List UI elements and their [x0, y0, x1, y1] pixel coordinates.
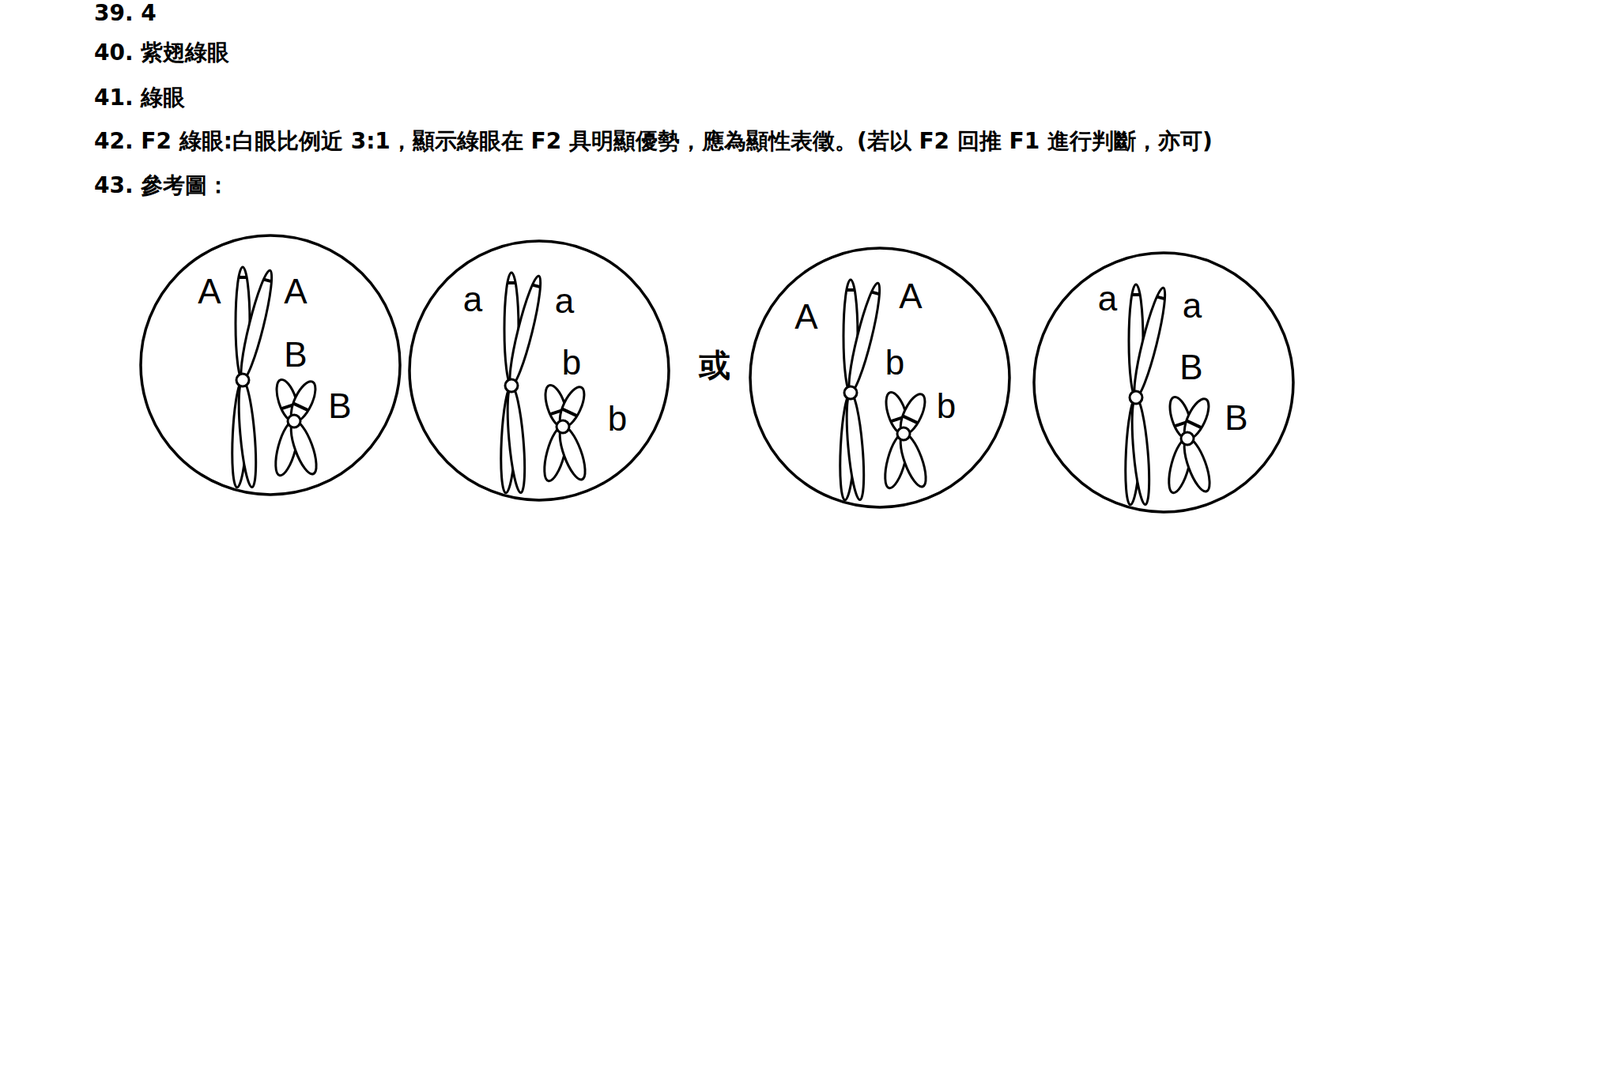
allele-label: B	[328, 388, 351, 424]
answer-line: 42. F2 綠眼:白眼比例近 3:1，顯示綠眼在 F2 具明顯優勢，應為顯性表…	[94, 128, 1213, 155]
cell-outline	[1030, 249, 1297, 516]
cell-outline	[747, 245, 1013, 511]
cell-outline	[406, 237, 672, 504]
allele-label: a	[463, 282, 483, 317]
allele-label: a	[1098, 281, 1117, 317]
allele-label: a	[1182, 288, 1202, 324]
cell-outline-circle	[409, 241, 669, 501]
allele-label: b	[607, 401, 627, 437]
answer-line: 39. 4	[94, 0, 157, 27]
allele-label: B	[1224, 400, 1248, 436]
cell-circle: AABB	[137, 232, 404, 499]
cell-outline-circle	[1033, 252, 1294, 513]
answer-line: 41. 綠眼	[94, 84, 185, 112]
allele-label: B	[283, 337, 307, 373]
or-text: 或	[698, 349, 731, 382]
allele-label: b	[885, 345, 905, 381]
allele-label: B	[1179, 350, 1203, 385]
cell-outline-circle	[140, 235, 400, 495]
cell-circle: aabb	[406, 237, 672, 504]
allele-label: b	[562, 345, 582, 381]
allele-label: b	[936, 388, 956, 424]
cell-circle: A Abb	[747, 245, 1013, 511]
allele-label: A	[794, 299, 818, 335]
allele-label: A	[283, 274, 307, 310]
answer-line: 40. 紫翅綠眼	[94, 39, 230, 67]
allele-label: A	[197, 274, 221, 310]
cell-outline	[137, 232, 404, 499]
allele-label: a	[554, 283, 574, 319]
cell-outline-circle	[750, 248, 1010, 508]
cell-circle: aaBB	[1030, 249, 1297, 516]
allele-label: A	[898, 279, 922, 314]
answer-line: 43. 參考圖：	[94, 172, 230, 200]
